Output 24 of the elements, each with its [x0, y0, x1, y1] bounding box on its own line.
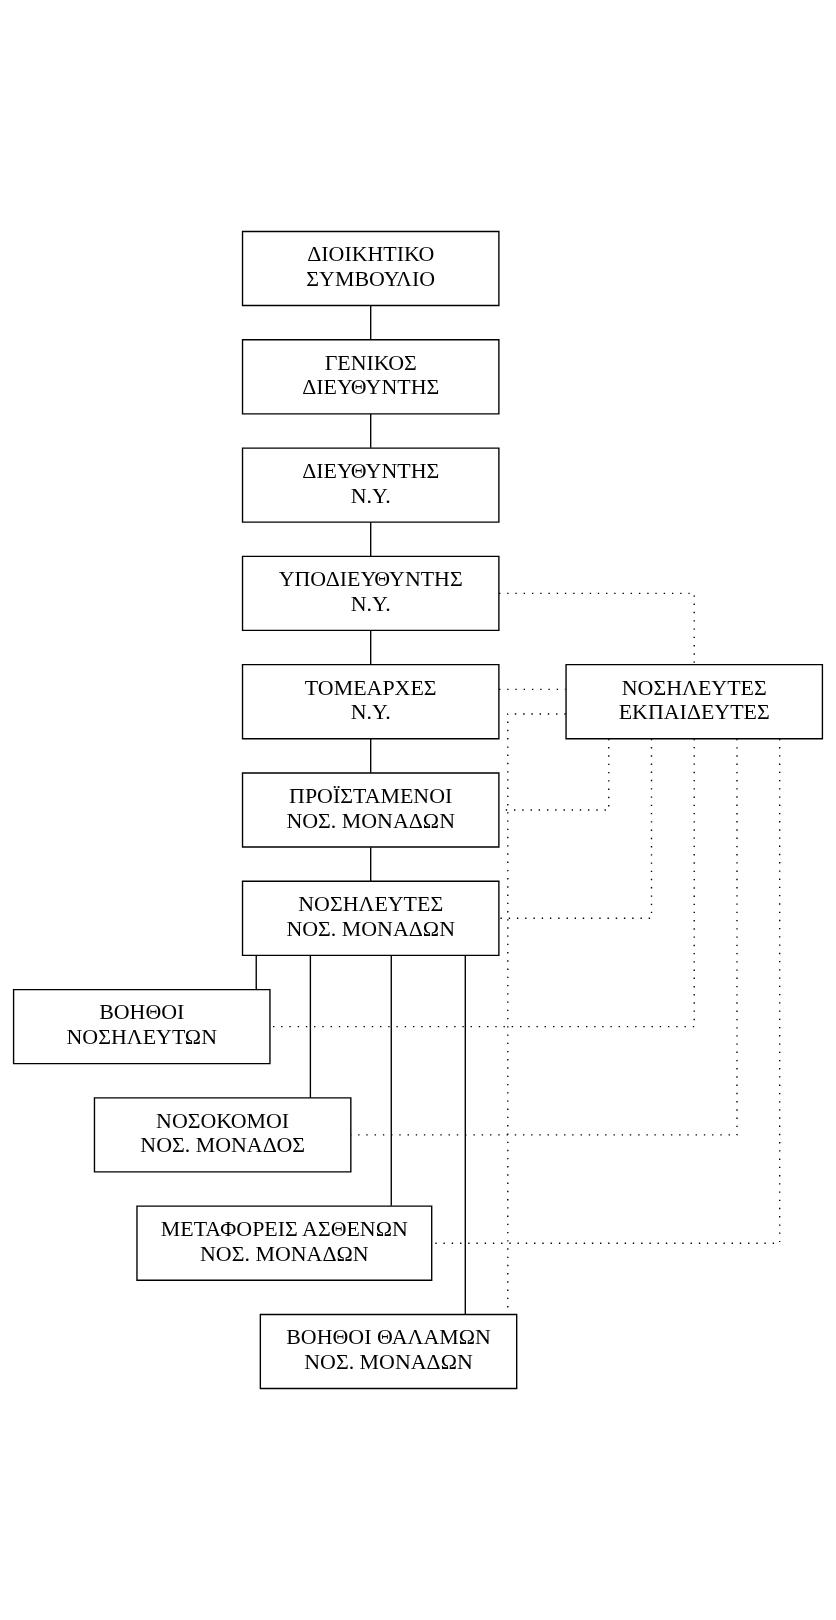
node-box: ΤΟΜΕΑΡΧΕΣ Ν.Υ. [241, 664, 500, 740]
node-box: ΔΙΕΥΘΥΝΤΗΣ Ν.Υ. [241, 447, 500, 523]
connector [370, 413, 372, 449]
connector [370, 846, 372, 882]
node-box: ΒΟΗΘΟΙ ΘΑΛΑΜΩΝ ΝΟΣ. ΜΟΝΑΔΩΝ [259, 1313, 518, 1390]
connector [370, 521, 372, 557]
connector [370, 305, 372, 341]
connector [390, 954, 392, 1207]
connector [309, 954, 312, 1099]
node-box: ΝΟΣΗΛΕΥΤΕΣ ΝΟΣ. ΜΟΝΑΔΩΝ [241, 880, 500, 956]
node-box: ΝΟΣΟΚΟΜΟΙ ΝΟΣ. ΜΟΝΑΔΟΣ [93, 1097, 352, 1173]
node-box: ΠΡΟΪΣΤΑΜΕΝΟΙ ΝΟΣ. ΜΟΝΑΔΩΝ [241, 772, 500, 848]
connector [464, 954, 466, 1315]
connector [255, 954, 257, 990]
node-box: ΓΕΝΙΚΟΣ ΔΙΕΥΘΥΝΤΗΣ [241, 339, 500, 415]
connector [498, 592, 695, 666]
connector [498, 738, 653, 919]
node-box: ΜΕΤΑΦΟΡΕΙΣ ΑΣΘΕΝΩΝ ΝΟΣ. ΜΟΝΑΔΩΝ [136, 1205, 433, 1281]
node-box: ΥΠΟΔΙΕΥΘΥΝΤΗΣ Ν.Υ. [241, 555, 500, 632]
node-box: ΔΙΟΙΚΗΤΙΚΟ ΣΥΜΒΟΥΛΙΟ [241, 230, 500, 307]
connector [370, 630, 372, 666]
node-box: ΒΟΗΘΟΙ ΝΟΣΗΛΕΥΤΩΝ [12, 988, 271, 1065]
connector [370, 738, 372, 774]
node-box: ΝΟΣΗΛΕΥΤΕΣ ΕΚΠΑΙΔΕΥΤΕΣ [565, 664, 824, 740]
